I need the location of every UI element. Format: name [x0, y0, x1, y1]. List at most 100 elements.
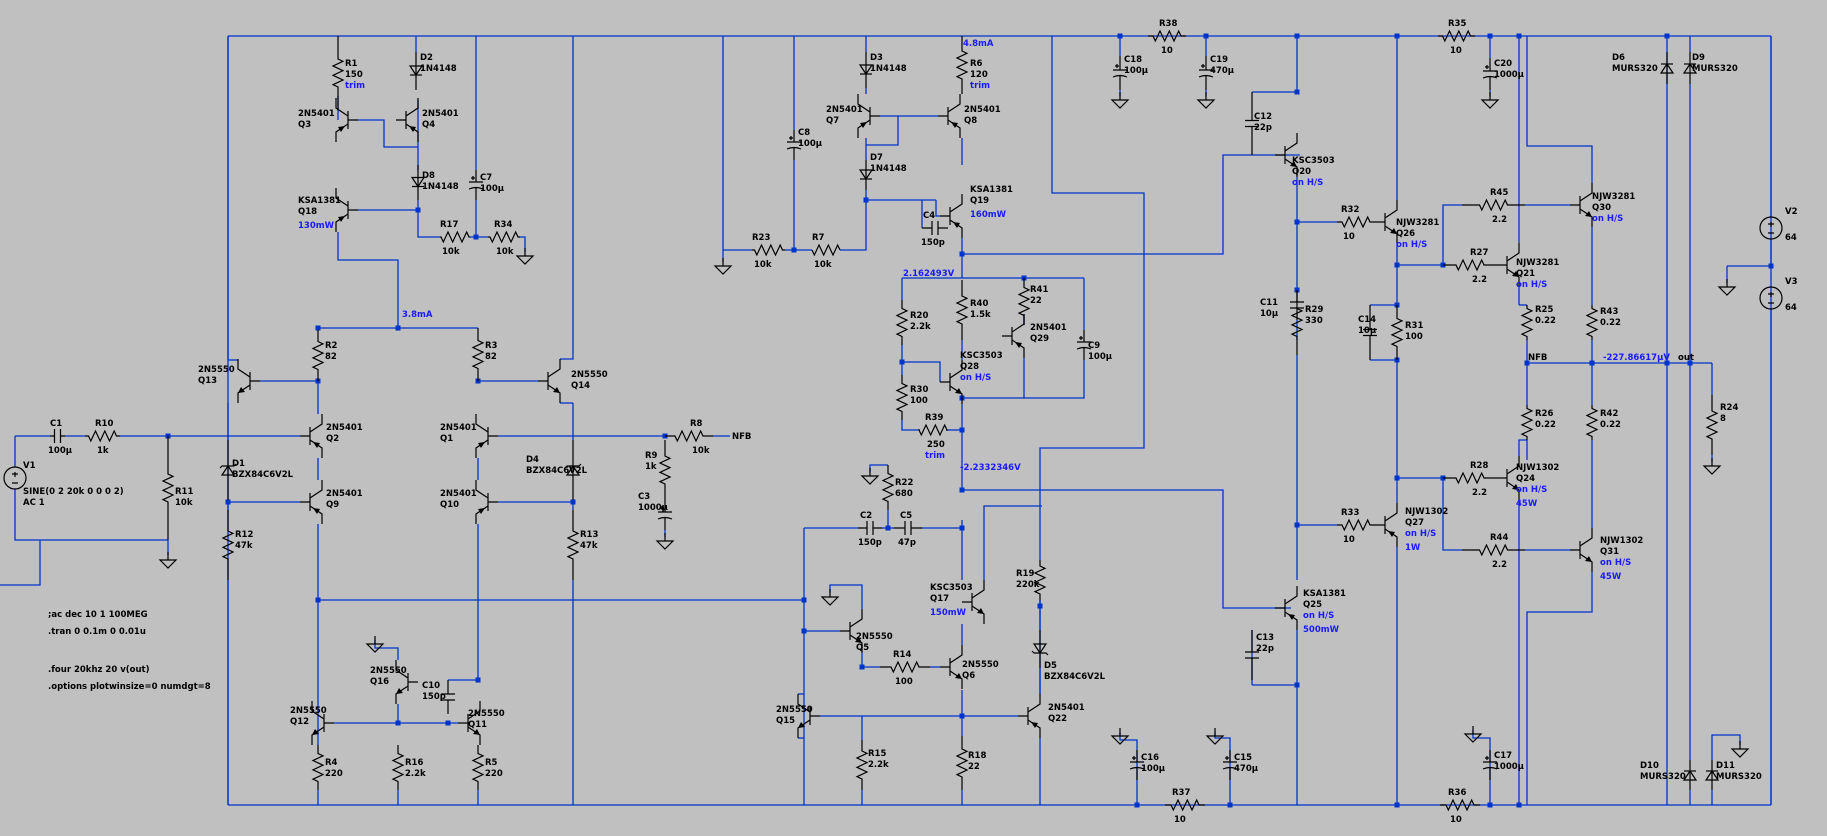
transistor-q19[interactable]	[940, 194, 963, 238]
resistor-r45[interactable]	[1462, 198, 1525, 212]
resistor-r39[interactable]	[918, 423, 948, 437]
capacitor-c5[interactable]	[894, 521, 922, 535]
transistor-q26[interactable]	[1375, 200, 1398, 244]
transistor-q24[interactable]	[1497, 456, 1520, 500]
capacitor-c9[interactable]	[1076, 330, 1092, 360]
diode-d10[interactable]	[1682, 760, 1698, 790]
capacitor-c14[interactable]	[1363, 305, 1377, 360]
transistor-q31[interactable]	[1570, 528, 1593, 572]
transistor-q20[interactable]	[1275, 133, 1298, 177]
resistor-r15[interactable]	[855, 740, 869, 790]
voltage-source-v2[interactable]	[1759, 216, 1783, 240]
capacitor-c12[interactable]	[1245, 92, 1259, 155]
diode-d8[interactable]	[410, 165, 426, 200]
capacitor-c3[interactable]	[657, 500, 673, 530]
resistor-r2[interactable]	[311, 330, 325, 381]
resistor-r8[interactable]	[665, 429, 713, 443]
resistor-r10[interactable]	[85, 429, 120, 443]
transistor-q11[interactable]	[458, 701, 481, 745]
resistor-r41[interactable]	[1017, 278, 1031, 325]
diode-d11[interactable]	[1704, 760, 1720, 790]
resistor-r18[interactable]	[955, 736, 969, 790]
transistor-q9[interactable]	[300, 480, 323, 524]
resistor-r5[interactable]	[471, 745, 485, 790]
transistor-q10[interactable]	[475, 480, 498, 524]
capacitor-c18[interactable]	[1112, 56, 1128, 90]
resistor-r25[interactable]	[1520, 305, 1534, 340]
transistor-q27[interactable]	[1375, 503, 1398, 547]
resistor-r29[interactable]	[1290, 290, 1304, 355]
transistor-q14[interactable]	[538, 359, 561, 403]
resistor-r38[interactable]	[1148, 29, 1186, 43]
diode-d9[interactable]	[1682, 52, 1698, 84]
voltage-source-v3[interactable]	[1759, 286, 1783, 310]
resistor-r34[interactable]	[488, 230, 520, 244]
resistor-r19[interactable]	[1033, 560, 1047, 600]
resistor-r4[interactable]	[311, 745, 325, 790]
capacitor-c8[interactable]	[786, 130, 802, 160]
resistor-r36[interactable]	[1440, 798, 1480, 812]
resistor-r6[interactable]	[955, 36, 969, 94]
capacitor-c16[interactable]	[1129, 750, 1145, 780]
transistor-q22[interactable]	[1018, 694, 1041, 738]
resistor-r43[interactable]	[1585, 305, 1599, 340]
voltage-source-v1[interactable]	[3, 466, 27, 490]
resistor-r37[interactable]	[1165, 798, 1205, 812]
transistor-q17[interactable]	[962, 580, 985, 624]
capacitor-c4[interactable]	[922, 221, 948, 235]
resistor-r12[interactable]	[221, 510, 235, 580]
transistor-q6[interactable]	[940, 645, 963, 689]
transistor-q2[interactable]	[300, 414, 323, 458]
transistor-q13[interactable]	[237, 359, 260, 403]
resistor-r28[interactable]	[1443, 471, 1497, 485]
capacitor-c1[interactable]	[50, 429, 65, 443]
transistor-q28[interactable]	[940, 360, 963, 404]
resistor-r30[interactable]	[895, 375, 909, 420]
transistor-q1[interactable]	[475, 414, 498, 458]
resistor-r42[interactable]	[1585, 405, 1599, 440]
resistor-r24[interactable]	[1705, 395, 1719, 455]
transistor-q3[interactable]	[335, 98, 358, 142]
resistor-r17[interactable]	[440, 230, 470, 244]
resistor-r7[interactable]	[811, 243, 841, 257]
transistor-q21[interactable]	[1497, 243, 1520, 287]
resistor-r16[interactable]	[391, 745, 405, 790]
transistor-q7[interactable]	[857, 94, 880, 138]
capacitor-c20[interactable]	[1482, 58, 1498, 90]
capacitor-c13[interactable]	[1245, 630, 1259, 680]
diode-d5[interactable]	[1031, 630, 1049, 668]
resistor-r22[interactable]	[881, 465, 895, 510]
resistor-r20[interactable]	[895, 300, 909, 345]
transistor-q5[interactable]	[840, 609, 863, 653]
transistor-q30[interactable]	[1570, 183, 1593, 227]
transistor-q8[interactable]	[938, 94, 961, 138]
resistor-r1[interactable]	[331, 36, 345, 110]
resistor-r13[interactable]	[566, 510, 580, 580]
resistor-r9[interactable]	[658, 440, 672, 500]
diode-d2[interactable]	[408, 52, 424, 90]
diode-d6[interactable]	[1659, 52, 1675, 84]
transistor-q4[interactable]	[396, 98, 419, 142]
transistor-q15[interactable]	[797, 694, 820, 738]
resistor-r40[interactable]	[955, 280, 969, 340]
resistor-r11[interactable]	[161, 436, 175, 540]
diode-d4[interactable]	[564, 440, 582, 500]
capacitor-c19[interactable]	[1198, 56, 1214, 90]
resistor-r44[interactable]	[1462, 543, 1525, 557]
diode-d3[interactable]	[858, 52, 874, 88]
capacitor-c15[interactable]	[1222, 750, 1238, 780]
resistor-r27[interactable]	[1443, 258, 1497, 272]
diode-d7[interactable]	[858, 160, 874, 190]
transistor-q12[interactable]	[311, 701, 334, 745]
capacitor-c17[interactable]	[1482, 750, 1498, 780]
resistor-r26[interactable]	[1520, 405, 1534, 440]
capacitor-c2[interactable]	[858, 521, 882, 535]
capacitor-c10[interactable]	[441, 680, 455, 714]
resistor-r23[interactable]	[752, 243, 785, 257]
capacitor-c7[interactable]	[468, 170, 484, 200]
resistor-r33[interactable]	[1337, 518, 1375, 532]
transistor-q29[interactable]	[1002, 314, 1025, 358]
transistor-q18[interactable]	[335, 188, 358, 232]
resistor-r32[interactable]	[1337, 215, 1375, 229]
resistor-r3[interactable]	[471, 328, 485, 381]
